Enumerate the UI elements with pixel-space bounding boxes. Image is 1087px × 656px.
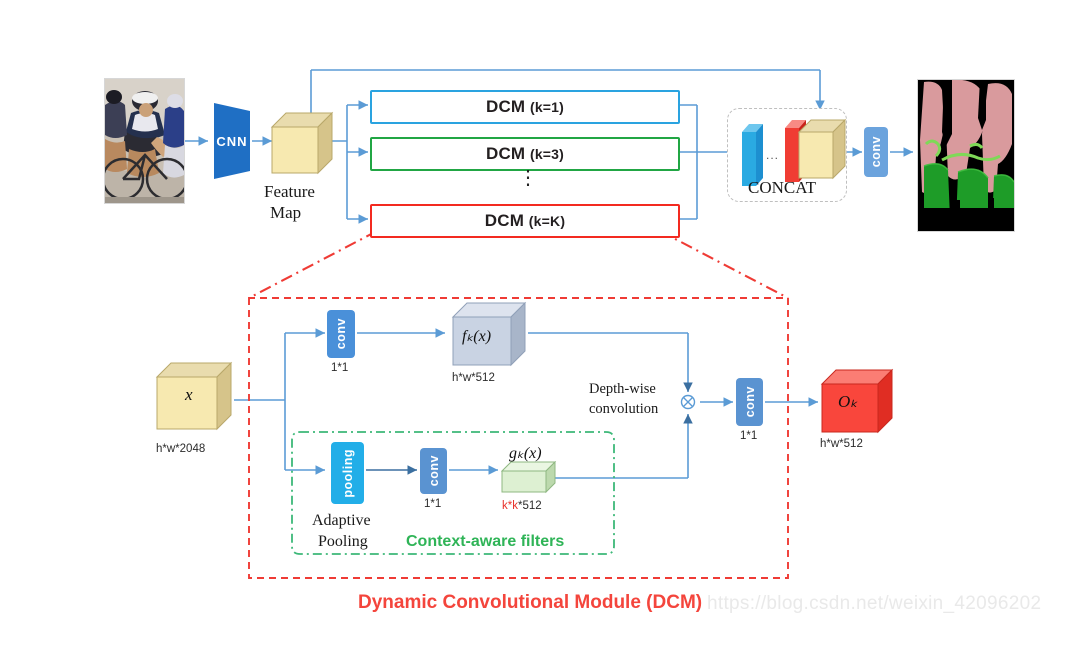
feature-map-label-line2: Map <box>270 203 302 222</box>
cnn-label: CNN <box>216 133 248 149</box>
bottom-branch-conv-label: conv <box>426 455 441 487</box>
adaptive-pooling-caption-line2: Pooling <box>318 533 368 550</box>
context-aware-filters-label: Context-aware filters <box>406 533 565 550</box>
ok-cube-label: Oₖ <box>838 392 858 411</box>
fk-cube-label: fₖ(x) <box>462 328 492 345</box>
ok-cube-dim: h*w*512 <box>820 438 863 450</box>
gk-cube-dim-rest: *512 <box>517 500 542 512</box>
final-conv-label: conv <box>869 136 883 168</box>
gk-cube <box>501 461 557 497</box>
adaptive-pooling-pill: pooling <box>331 442 364 504</box>
top-branch-conv-label: conv <box>334 318 348 350</box>
cnn-block: CNN <box>210 101 254 181</box>
csdn-watermark: https://blog.csdn.net/weixin_42096202 <box>707 593 1042 614</box>
depthwise-conv-label-line2: convolution <box>589 401 659 417</box>
dcm-branch-k1-label: DCM (k=1) <box>485 97 565 116</box>
adaptive-pooling-caption-line1: Adaptive <box>312 512 371 529</box>
dcm-branch-k3-label: DCM (k=3) <box>485 144 565 163</box>
feature-map-label-line1: Feature <box>264 182 315 201</box>
adaptive-pooling-label: pooling <box>340 448 355 498</box>
output-segmentation-map <box>917 79 1015 232</box>
output-conv-pill: conv <box>736 378 763 426</box>
concat-inner-dots: ... <box>766 148 780 162</box>
dcm-input-cube-label: x <box>185 385 193 404</box>
dcm-input-cube <box>155 357 235 439</box>
gk-cube-dim-kk: k*k <box>502 500 518 512</box>
depthwise-conv-label-line1: Depth-wise <box>589 381 656 397</box>
top-branch-conv-kernel: 1*1 <box>331 362 349 374</box>
gk-cube-label: gₖ(x) <box>509 445 542 462</box>
dcm-branch-k1[interactable]: DCM (k=1) <box>370 90 680 124</box>
dcm-branch-k3[interactable]: DCM (k=3) <box>370 137 680 171</box>
output-conv-label: conv <box>742 386 757 418</box>
top-branch-conv-pill: conv <box>327 310 355 358</box>
final-conv-pill: conv <box>864 127 888 177</box>
input-cyclists-photo <box>104 78 185 204</box>
fk-cube-dim: h*w*512 <box>452 372 495 384</box>
dcm-input-cube-dim: h*w*2048 <box>156 443 206 455</box>
ok-cube <box>820 366 896 440</box>
bottom-branch-conv-pill: conv <box>420 448 447 494</box>
dcm-vertical-ellipsis: ⋮ <box>518 167 538 189</box>
dcm-branch-kK-label: DCM (k=K) <box>484 211 566 230</box>
feature-map-cube <box>270 103 334 179</box>
figure-caption: Dynamic Convolutional Module (DCM) <box>358 592 703 613</box>
bottom-branch-conv-kernel: 1*1 <box>424 498 442 510</box>
gk-cube-dim: k*k*512 <box>502 500 542 512</box>
concat-cube-yellow <box>797 114 847 184</box>
dcm-branch-kK[interactable]: DCM (k=K) <box>370 204 680 238</box>
output-conv-kernel: 1*1 <box>740 430 758 442</box>
concat-label: CONCAT <box>748 178 817 197</box>
depthwise-mult-symbol <box>680 394 696 410</box>
concat-slab-blue <box>742 124 764 186</box>
